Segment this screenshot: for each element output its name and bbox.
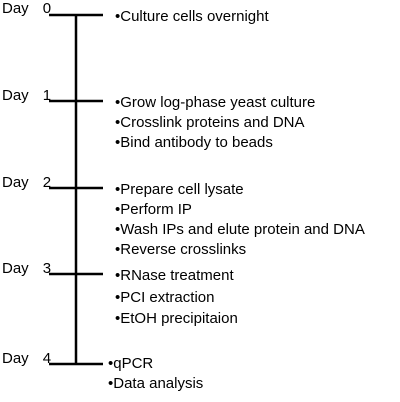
- day-3-task-1: •RNase treatment: [115, 267, 234, 284]
- day-4-task-2: •Data analysis: [108, 375, 204, 392]
- day-3-label: Day 3: [2, 260, 51, 278]
- day-word: Day: [2, 350, 29, 367]
- day-word: Day: [2, 87, 29, 104]
- day-number: 0: [42, 0, 52, 17]
- day-3-task-2: •PCI extraction: [115, 289, 215, 306]
- day-word: Day: [2, 174, 29, 191]
- day-number: 2: [42, 174, 52, 191]
- day-number: 3: [42, 260, 52, 277]
- day-word: Day: [2, 260, 29, 277]
- day-4-task-1: •qPCR: [108, 355, 154, 372]
- day-word: Day: [2, 0, 29, 17]
- day-number: 4: [42, 350, 52, 367]
- day-2-task-2: •Perform IP: [115, 201, 192, 218]
- day-1-task-3: •Bind antibody to beads: [115, 134, 273, 151]
- day-number: 1: [42, 87, 52, 104]
- day-0-label: Day 0: [2, 0, 51, 18]
- day-1-task-2: •Crosslink proteins and DNA: [115, 114, 305, 131]
- day-1-label: Day 1: [2, 87, 51, 105]
- day-2-label: Day 2: [2, 174, 51, 192]
- day-2-task-1: •Prepare cell lysate: [115, 181, 244, 198]
- day-3-task-3: •EtOH precipitaion: [115, 310, 238, 327]
- day-2-task-4: •Reverse crosslinks: [115, 241, 247, 258]
- day-1-task-1: •Grow log-phase yeast culture: [115, 94, 316, 111]
- day-4-label: Day 4: [2, 350, 51, 368]
- day-2-task-3: •Wash IPs and elute protein and DNA: [115, 221, 365, 238]
- day-0-task-1: •Culture cells overnight: [115, 8, 269, 25]
